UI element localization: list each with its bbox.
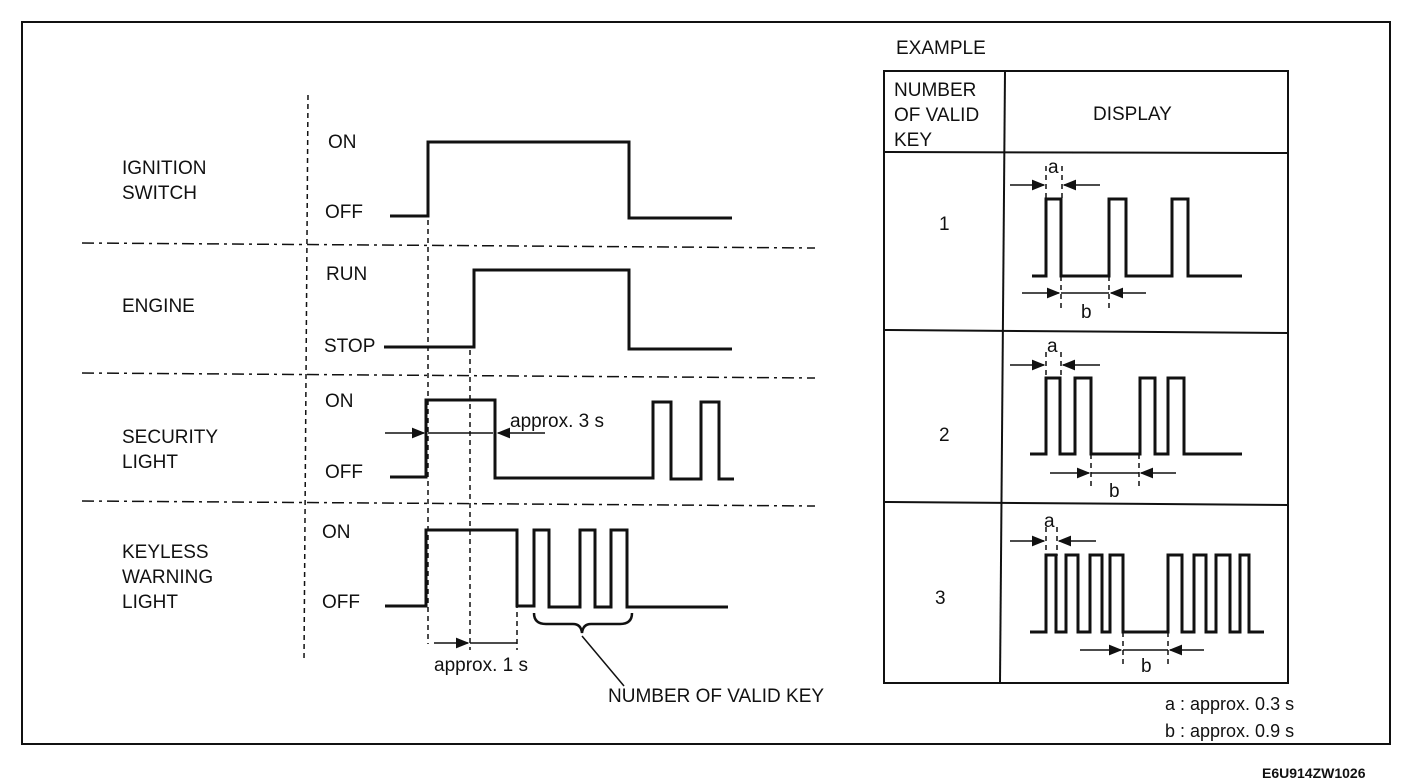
legend-a: a : approx. 0.3 s [1165,694,1294,714]
ignition-label-line2: SWITCH [122,183,197,204]
security-on-label: ON [325,391,354,412]
b-label: b [1081,302,1092,323]
example-row-divider [883,329,1289,334]
example-row-key: 2 [939,425,950,446]
example-header-display: DISPLAY [1093,104,1172,125]
b-label: b [1141,656,1152,677]
security-off-label: OFF [325,462,363,483]
label-separator [303,94,309,661]
example-row-divider [883,501,1289,506]
approx-3s-label: approx. 3 s [510,411,604,432]
outer-frame [21,21,1391,745]
example-header-key-line3: KEY [894,130,932,151]
a-label: a [1044,511,1055,532]
display-waveform [1032,197,1242,278]
example-column-divider [999,70,1006,684]
example-title: EXAMPLE [896,38,986,59]
ignition-label-line1: IGNITION [122,158,206,179]
figure-code: E6U914ZW1026 [1262,765,1366,781]
engine-stop-label: STOP [324,336,375,357]
ignition-on-label: ON [328,132,357,153]
display-waveform [1030,376,1242,456]
b-label: b [1109,481,1120,502]
example-row-key: 1 [939,214,950,235]
a-label: a [1047,336,1058,357]
example-table-frame [883,70,1289,684]
valid-key-brace [532,612,634,634]
engine-waveform [384,268,732,351]
security-label-line1: SECURITY [122,427,218,448]
ignition-waveform [390,140,732,220]
valid-key-label: NUMBER OF VALID KEY [608,686,824,707]
example-header-key-line2: OF VALID [894,105,979,126]
security-waveform [390,398,734,481]
approx-1s-label: approx. 1 s [434,655,528,676]
example-header-key-line1: NUMBER [894,80,976,101]
keyless-label-line2: WARNING [122,567,213,588]
keyless-waveform [385,528,728,609]
example-row-divider [883,151,1289,154]
a-label: a [1048,157,1059,178]
keyless-off-label: OFF [322,592,360,613]
display-waveform [1030,553,1264,634]
legend-b: b : approx. 0.9 s [1165,721,1294,741]
ignition-off-label: OFF [325,202,363,223]
engine-run-label: RUN [326,264,367,285]
row-separator [81,372,816,379]
valid-key-leader [581,635,625,687]
keyless-label-line1: KEYLESS [122,542,209,563]
keyless-on-label: ON [322,522,351,543]
example-row-key: 3 [935,588,946,609]
row-separator [81,242,816,249]
security-label-line2: LIGHT [122,452,178,473]
row-separator [81,500,816,507]
keyless-label-line3: LIGHT [122,592,178,613]
engine-label: ENGINE [122,296,195,317]
